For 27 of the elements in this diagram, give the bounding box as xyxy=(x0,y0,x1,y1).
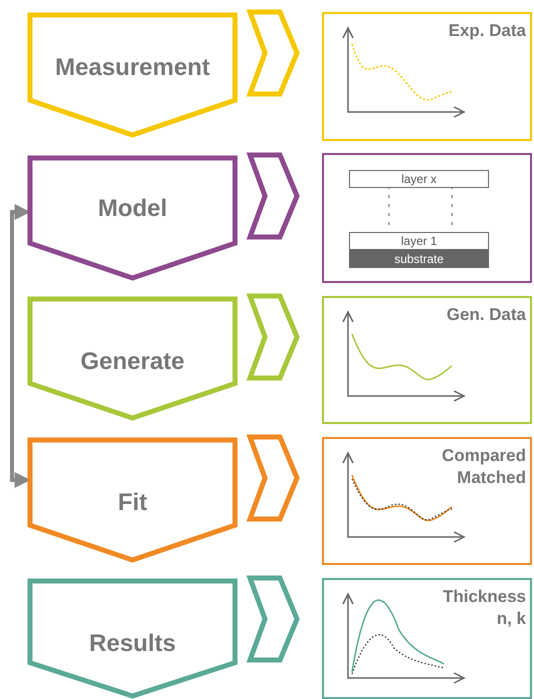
chevron-arrow xyxy=(246,576,300,662)
panel-label: Gen. Data xyxy=(446,304,526,326)
result-panel xyxy=(322,153,532,283)
step-pentagon xyxy=(27,155,238,281)
result-panel xyxy=(322,296,532,424)
step-pentagon xyxy=(27,578,238,699)
step-pentagon xyxy=(27,296,238,421)
panel-label: Thickness n, k xyxy=(442,586,526,630)
step-pentagon xyxy=(27,437,238,563)
result-panel xyxy=(322,12,532,141)
chevron-arrow xyxy=(246,10,300,96)
film-layer: layer x xyxy=(349,170,489,188)
step-title: Fit xyxy=(116,489,148,517)
substrate-layer: substrate xyxy=(349,250,489,268)
step-title: Measurement xyxy=(54,54,211,82)
panel-label: Compared Matched xyxy=(440,445,526,489)
step-title: Generate xyxy=(79,348,186,376)
step-pentagon xyxy=(27,12,238,138)
chevron-arrow xyxy=(246,434,300,522)
result-panel xyxy=(322,578,532,699)
result-panel xyxy=(322,437,532,565)
step-title: Model xyxy=(96,195,168,223)
chevron-arrow xyxy=(246,294,300,380)
panel-label: Exp. Data xyxy=(448,20,526,42)
film-layer: layer 1 xyxy=(349,232,489,250)
chevron-arrow xyxy=(246,152,300,240)
step-title: Results xyxy=(88,630,177,658)
